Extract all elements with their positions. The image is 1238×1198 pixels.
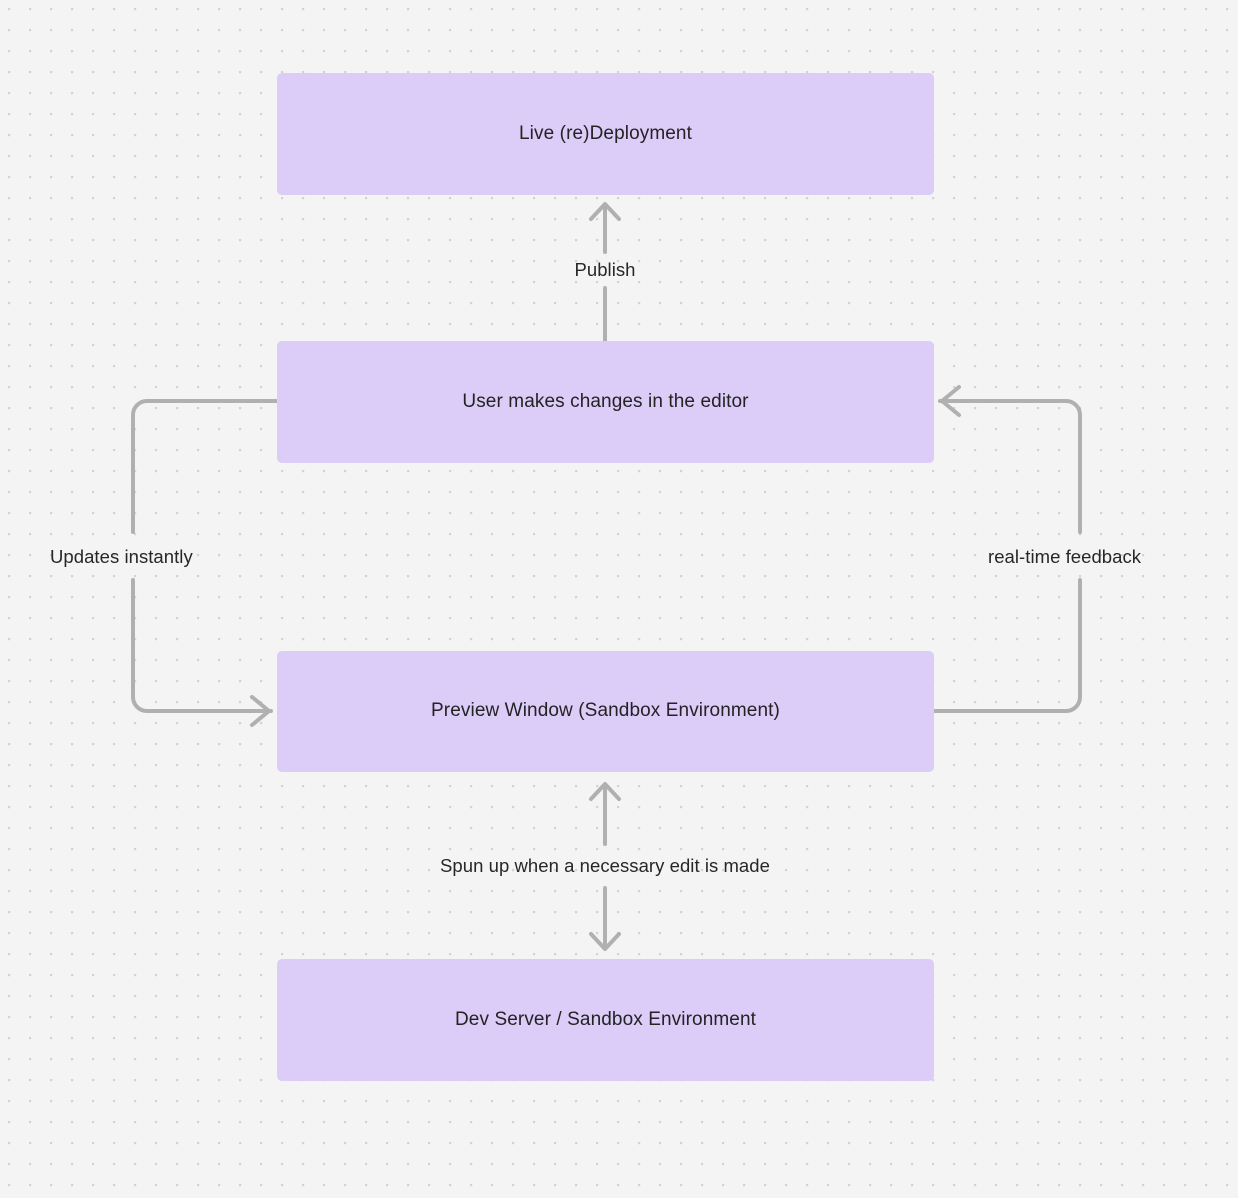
edge-label-publish: Publish [574, 258, 636, 280]
node-label: User makes changes in the editor [462, 390, 749, 412]
node-dev-server[interactable]: Dev Server / Sandbox Environment [277, 959, 934, 1081]
edge-label-real-time-feedback: real-time feedback [988, 545, 1142, 567]
node-label: Preview Window (Sandbox Environment) [431, 700, 780, 722]
node-live-deployment[interactable]: Live (re)Deployment [277, 73, 934, 195]
node-label: Live (re)Deployment [519, 122, 692, 144]
edge-label-updates-instantly: Updates instantly [50, 545, 193, 567]
node-preview-window[interactable]: Preview Window (Sandbox Environment) [277, 651, 934, 772]
node-label: Dev Server / Sandbox Environment [454, 1008, 756, 1030]
edge-label-spun-up: Spun up when a necessary edit is made [440, 854, 770, 876]
node-user-edits[interactable]: User makes changes in the editor [277, 341, 934, 463]
